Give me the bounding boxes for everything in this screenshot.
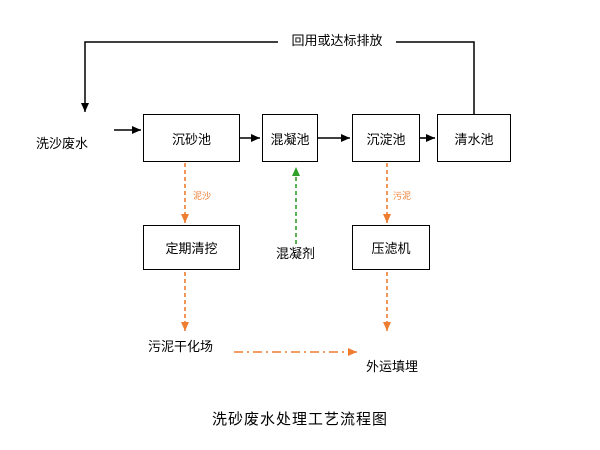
sediment-label: 泥沙	[193, 192, 212, 202]
arrow-feedback-loop	[81, 41, 475, 114]
box-clear-water-tank-label: 清水池	[454, 132, 494, 148]
box-periodic-dredging: 定期清挖	[143, 225, 240, 270]
box-clear-water-tank: 清水池	[437, 114, 511, 162]
box-grit-chamber: 沉砂池	[143, 114, 240, 162]
sludge-drying-field-label: 污泥干化场	[148, 340, 214, 355]
box-coagulation-tank: 混凝池	[262, 114, 318, 162]
offsite-landfill-label: 外运填埋	[366, 360, 419, 375]
box-sedimentation-tank-label: 沉淀池	[366, 132, 406, 148]
box-grit-chamber-label: 沉砂池	[171, 132, 211, 148]
coagulant-label: 混凝剂	[276, 247, 316, 262]
input-wastewater-label: 洗沙废水	[36, 137, 89, 152]
feedback-discharge-label: 回用或达标排放	[278, 34, 396, 50]
box-coagulation-tank-label: 混凝池	[270, 132, 310, 148]
box-filter-press: 压滤机	[352, 225, 430, 270]
box-periodic-dredging-label: 定期清挖	[165, 242, 218, 257]
box-sedimentation-tank: 沉淀池	[352, 114, 420, 162]
box-filter-press-label: 压滤机	[371, 242, 411, 257]
diagram-title: 洗砂废水处理工艺流程图	[211, 410, 388, 428]
sludge-label: 污泥	[393, 192, 412, 202]
